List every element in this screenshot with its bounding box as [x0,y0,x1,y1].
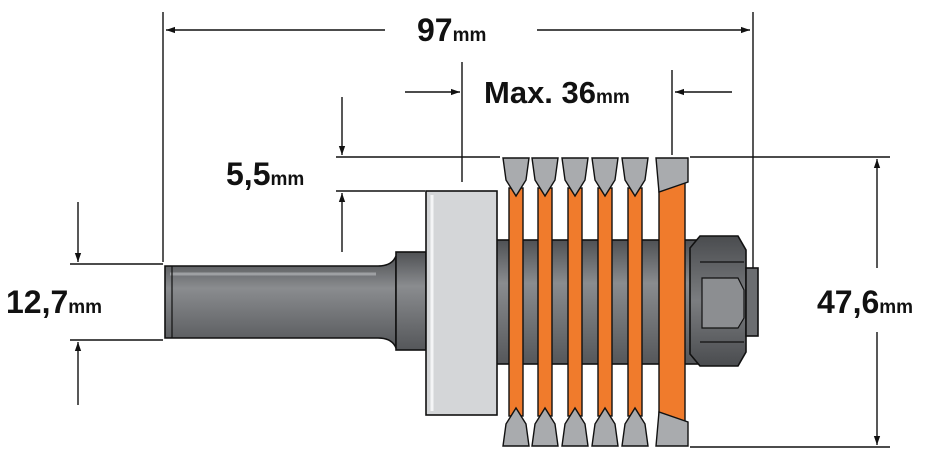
cutter-disc [508,187,524,417]
carbide-tip [621,157,649,198]
cutter-disc-last [658,177,686,427]
carbide-tip [591,406,619,447]
carbide-tip [591,157,619,198]
carbide-tip [502,406,530,447]
router-bit [164,157,759,447]
cutter-disc [597,187,613,417]
cutter-disc [537,187,553,417]
carbide-tip [655,411,689,447]
overall-length-label: 97mm [417,12,486,48]
carbide-tip [531,157,559,198]
cutter-diameter-label: 47,6mm [817,284,913,320]
cutter-stack [502,157,689,447]
shank [164,255,397,349]
bearing [425,190,498,416]
carbide-tip [655,157,689,193]
cutter-disc [627,187,643,417]
carbide-tip [561,157,589,198]
max-cut-label: Max. 36mm [484,75,630,110]
shank-diameter-label: 12,7mm [6,284,102,320]
carbide-tip [621,406,649,447]
cutter-thickness-label: 5,5mm [226,156,304,192]
carbide-tip [531,406,559,447]
nut [689,235,759,367]
carbide-tip [502,157,530,198]
carbide-tip [561,406,589,447]
collar [395,251,427,351]
dimension-lines [70,12,890,448]
cutter-disc [567,187,583,417]
